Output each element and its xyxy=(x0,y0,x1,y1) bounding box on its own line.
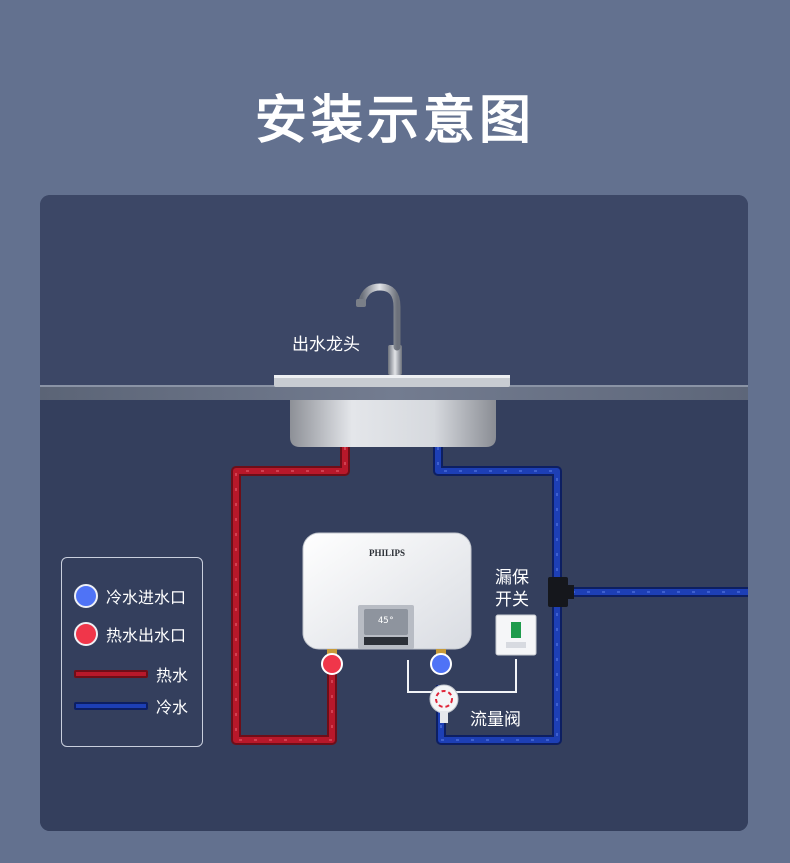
diagram-canvas: PHILIPS 45° xyxy=(40,195,748,831)
page-title: 安装示意图 xyxy=(254,91,535,151)
legend-cold-water-label: 冷水 xyxy=(156,698,189,717)
hot-outlet-port xyxy=(321,649,343,675)
legend-hot-outlet-label: 热水出水口 xyxy=(106,626,187,645)
installation-diagram-panel: PHILIPS 45° 出水龙头 漏保 开关 流量阀 冷水进水口 xyxy=(40,195,748,831)
legend-hot-outlet: 热水出水口 xyxy=(74,621,186,647)
leak-protection-switch-icon xyxy=(495,614,537,656)
power-cable xyxy=(407,659,517,693)
faucet-icon xyxy=(356,283,402,375)
heater-display: 45° xyxy=(378,616,394,626)
cold-inlet-port xyxy=(430,649,452,675)
hot-outlet-dot-icon xyxy=(74,622,98,646)
leak-switch-label-1: 漏保 xyxy=(495,568,529,588)
legend-hot-water: 热水 xyxy=(74,661,188,687)
legend: 冷水进水口 热水出水口 热水 冷水 xyxy=(61,557,203,747)
legend-hot-water-label: 热水 xyxy=(156,666,189,685)
countertop xyxy=(40,385,748,400)
cold-inlet-dot-icon xyxy=(74,584,98,608)
water-heater xyxy=(302,532,472,650)
hot-pipe-swatch-icon xyxy=(74,670,148,678)
legend-cold-inlet: 冷水进水口 xyxy=(74,583,186,609)
tee-fitting xyxy=(548,577,574,607)
legend-cold-water: 冷水 xyxy=(74,693,188,719)
flow-valve-label: 流量阀 xyxy=(470,710,521,730)
faucet-label: 出水龙头 xyxy=(292,335,360,355)
sink xyxy=(274,375,510,447)
legend-cold-inlet-label: 冷水进水口 xyxy=(106,588,187,607)
leak-switch-label-2: 开关 xyxy=(495,590,529,610)
hot-water-pipe xyxy=(231,447,350,745)
flow-valve-icon xyxy=(429,684,459,723)
cold-pipe-swatch-icon xyxy=(74,702,148,710)
heater-brand: PHILIPS xyxy=(369,548,405,558)
